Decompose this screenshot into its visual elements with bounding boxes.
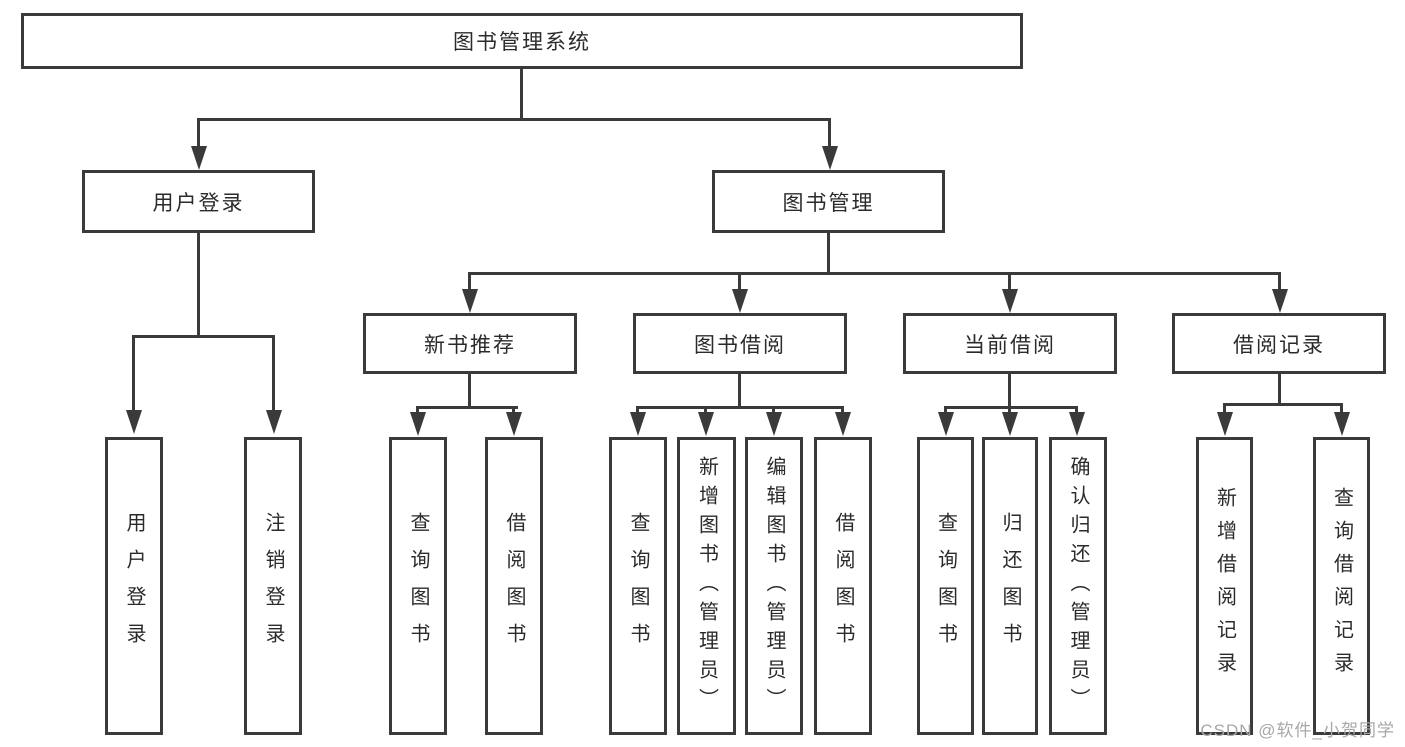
connector-line <box>197 118 831 121</box>
arrow-down-icon <box>1334 412 1350 436</box>
connector-line <box>636 406 844 409</box>
leaf-borrow-books: 借阅图书 <box>814 437 872 735</box>
leaf-add-borrow-record: 新增借阅记录 <box>1196 437 1253 735</box>
arrow-down-icon <box>835 412 851 436</box>
arrow-down-icon <box>126 410 142 434</box>
leaf-label: 查询图书 <box>627 512 649 660</box>
leaf-query-books-borrow: 查询图书 <box>609 437 667 735</box>
connector-line <box>772 406 775 414</box>
csdn-watermark: CSDN @软件_小贺同学 <box>1200 721 1395 740</box>
arrow-down-icon <box>766 412 782 436</box>
connector-line <box>132 335 135 410</box>
connector-line <box>738 374 741 408</box>
arrow-down-icon <box>1002 289 1018 313</box>
leaf-label: 查询图书 <box>934 512 957 660</box>
arrow-down-icon <box>698 412 714 436</box>
connector-line <box>272 335 275 410</box>
connector-line <box>1008 374 1011 408</box>
leaf-label: 借阅图书 <box>832 512 854 660</box>
node-label: 图书管理 <box>782 191 875 215</box>
arrow-down-icon <box>1002 412 1018 436</box>
leaf-query-books-current: 查询图书 <box>917 437 974 735</box>
connector-line <box>468 272 1281 275</box>
connector-line <box>468 272 471 289</box>
connector-line <box>944 406 947 414</box>
leaf-label: 编辑图书（管理员） <box>763 455 785 717</box>
arrow-down-icon <box>410 412 426 436</box>
arrow-down-icon <box>191 146 207 170</box>
arrow-down-icon <box>266 410 282 434</box>
connector-line <box>1008 406 1011 414</box>
connector-line <box>827 233 830 273</box>
connector-line <box>1075 406 1078 414</box>
connector-line <box>197 233 200 335</box>
connector-line <box>944 406 1078 409</box>
leaf-label: 注销登录 <box>262 512 284 660</box>
leaf-label: 用户登录 <box>123 512 145 660</box>
connector-line <box>738 272 741 289</box>
node-label: 新书推荐 <box>424 333 516 357</box>
arrow-down-icon <box>462 289 478 313</box>
connector-line <box>512 406 515 414</box>
leaf-label: 借阅图书 <box>503 512 525 660</box>
connector-line <box>468 374 471 408</box>
node-root-system: 图书管理系统 <box>21 13 1023 69</box>
leaf-add-books-admin: 新增图书（管理员） <box>677 437 736 735</box>
leaf-label: 新增借阅记录 <box>1213 487 1236 685</box>
connector-line <box>704 406 707 414</box>
arrow-down-icon <box>1069 412 1085 436</box>
node-label: 图书管理系统 <box>453 31 591 54</box>
leaf-label: 归还图书 <box>999 512 1021 660</box>
arrow-down-icon <box>1217 412 1233 436</box>
arrow-down-icon <box>938 412 954 436</box>
arrow-down-icon <box>1272 289 1288 313</box>
leaf-query-borrow-record: 查询借阅记录 <box>1313 437 1370 735</box>
connector-line <box>1278 272 1281 289</box>
node-book-borrow: 图书借阅 <box>633 313 847 374</box>
connector-line <box>1340 403 1343 412</box>
node-label: 图书借阅 <box>694 333 786 357</box>
leaf-edit-books-admin: 编辑图书（管理员） <box>745 437 803 735</box>
arrow-down-icon <box>630 412 646 436</box>
node-label: 当前借阅 <box>964 333 1056 357</box>
connector-line <box>636 406 639 414</box>
connector-line <box>416 406 518 409</box>
leaf-user-login: 用户登录 <box>105 437 163 735</box>
connector-line <box>1223 403 1343 406</box>
node-new-book-recommend: 新书推荐 <box>363 313 577 374</box>
connector-line <box>132 335 275 338</box>
node-label: 借阅记录 <box>1233 333 1325 357</box>
leaf-label: 新增图书（管理员） <box>695 455 718 717</box>
arrow-down-icon <box>506 412 522 436</box>
leaf-logout: 注销登录 <box>244 437 302 735</box>
connector-line <box>1008 272 1011 289</box>
leaf-label: 查询借阅记录 <box>1330 487 1353 685</box>
node-borrow-records: 借阅记录 <box>1172 313 1386 374</box>
arrow-down-icon <box>822 146 838 170</box>
connector-line <box>828 118 831 146</box>
connector-line <box>1278 374 1281 404</box>
arrow-down-icon <box>732 289 748 313</box>
connector-line <box>841 406 844 414</box>
connector-line <box>520 69 523 118</box>
leaf-label: 确认归还（管理员） <box>1067 455 1089 717</box>
node-book-management: 图书管理 <box>712 170 945 233</box>
leaf-confirm-return-admin: 确认归还（管理员） <box>1049 437 1107 735</box>
node-user-login: 用户登录 <box>82 170 315 233</box>
connector-line <box>1223 403 1226 412</box>
connector-line <box>197 118 200 146</box>
leaf-borrow-books-recommend: 借阅图书 <box>485 437 543 735</box>
leaf-query-books-recommend: 查询图书 <box>389 437 447 735</box>
node-label: 用户登录 <box>152 191 245 215</box>
leaf-return-books: 归还图书 <box>982 437 1038 735</box>
connector-line <box>416 406 419 414</box>
node-current-borrow: 当前借阅 <box>903 313 1117 374</box>
leaf-label: 查询图书 <box>407 512 429 660</box>
